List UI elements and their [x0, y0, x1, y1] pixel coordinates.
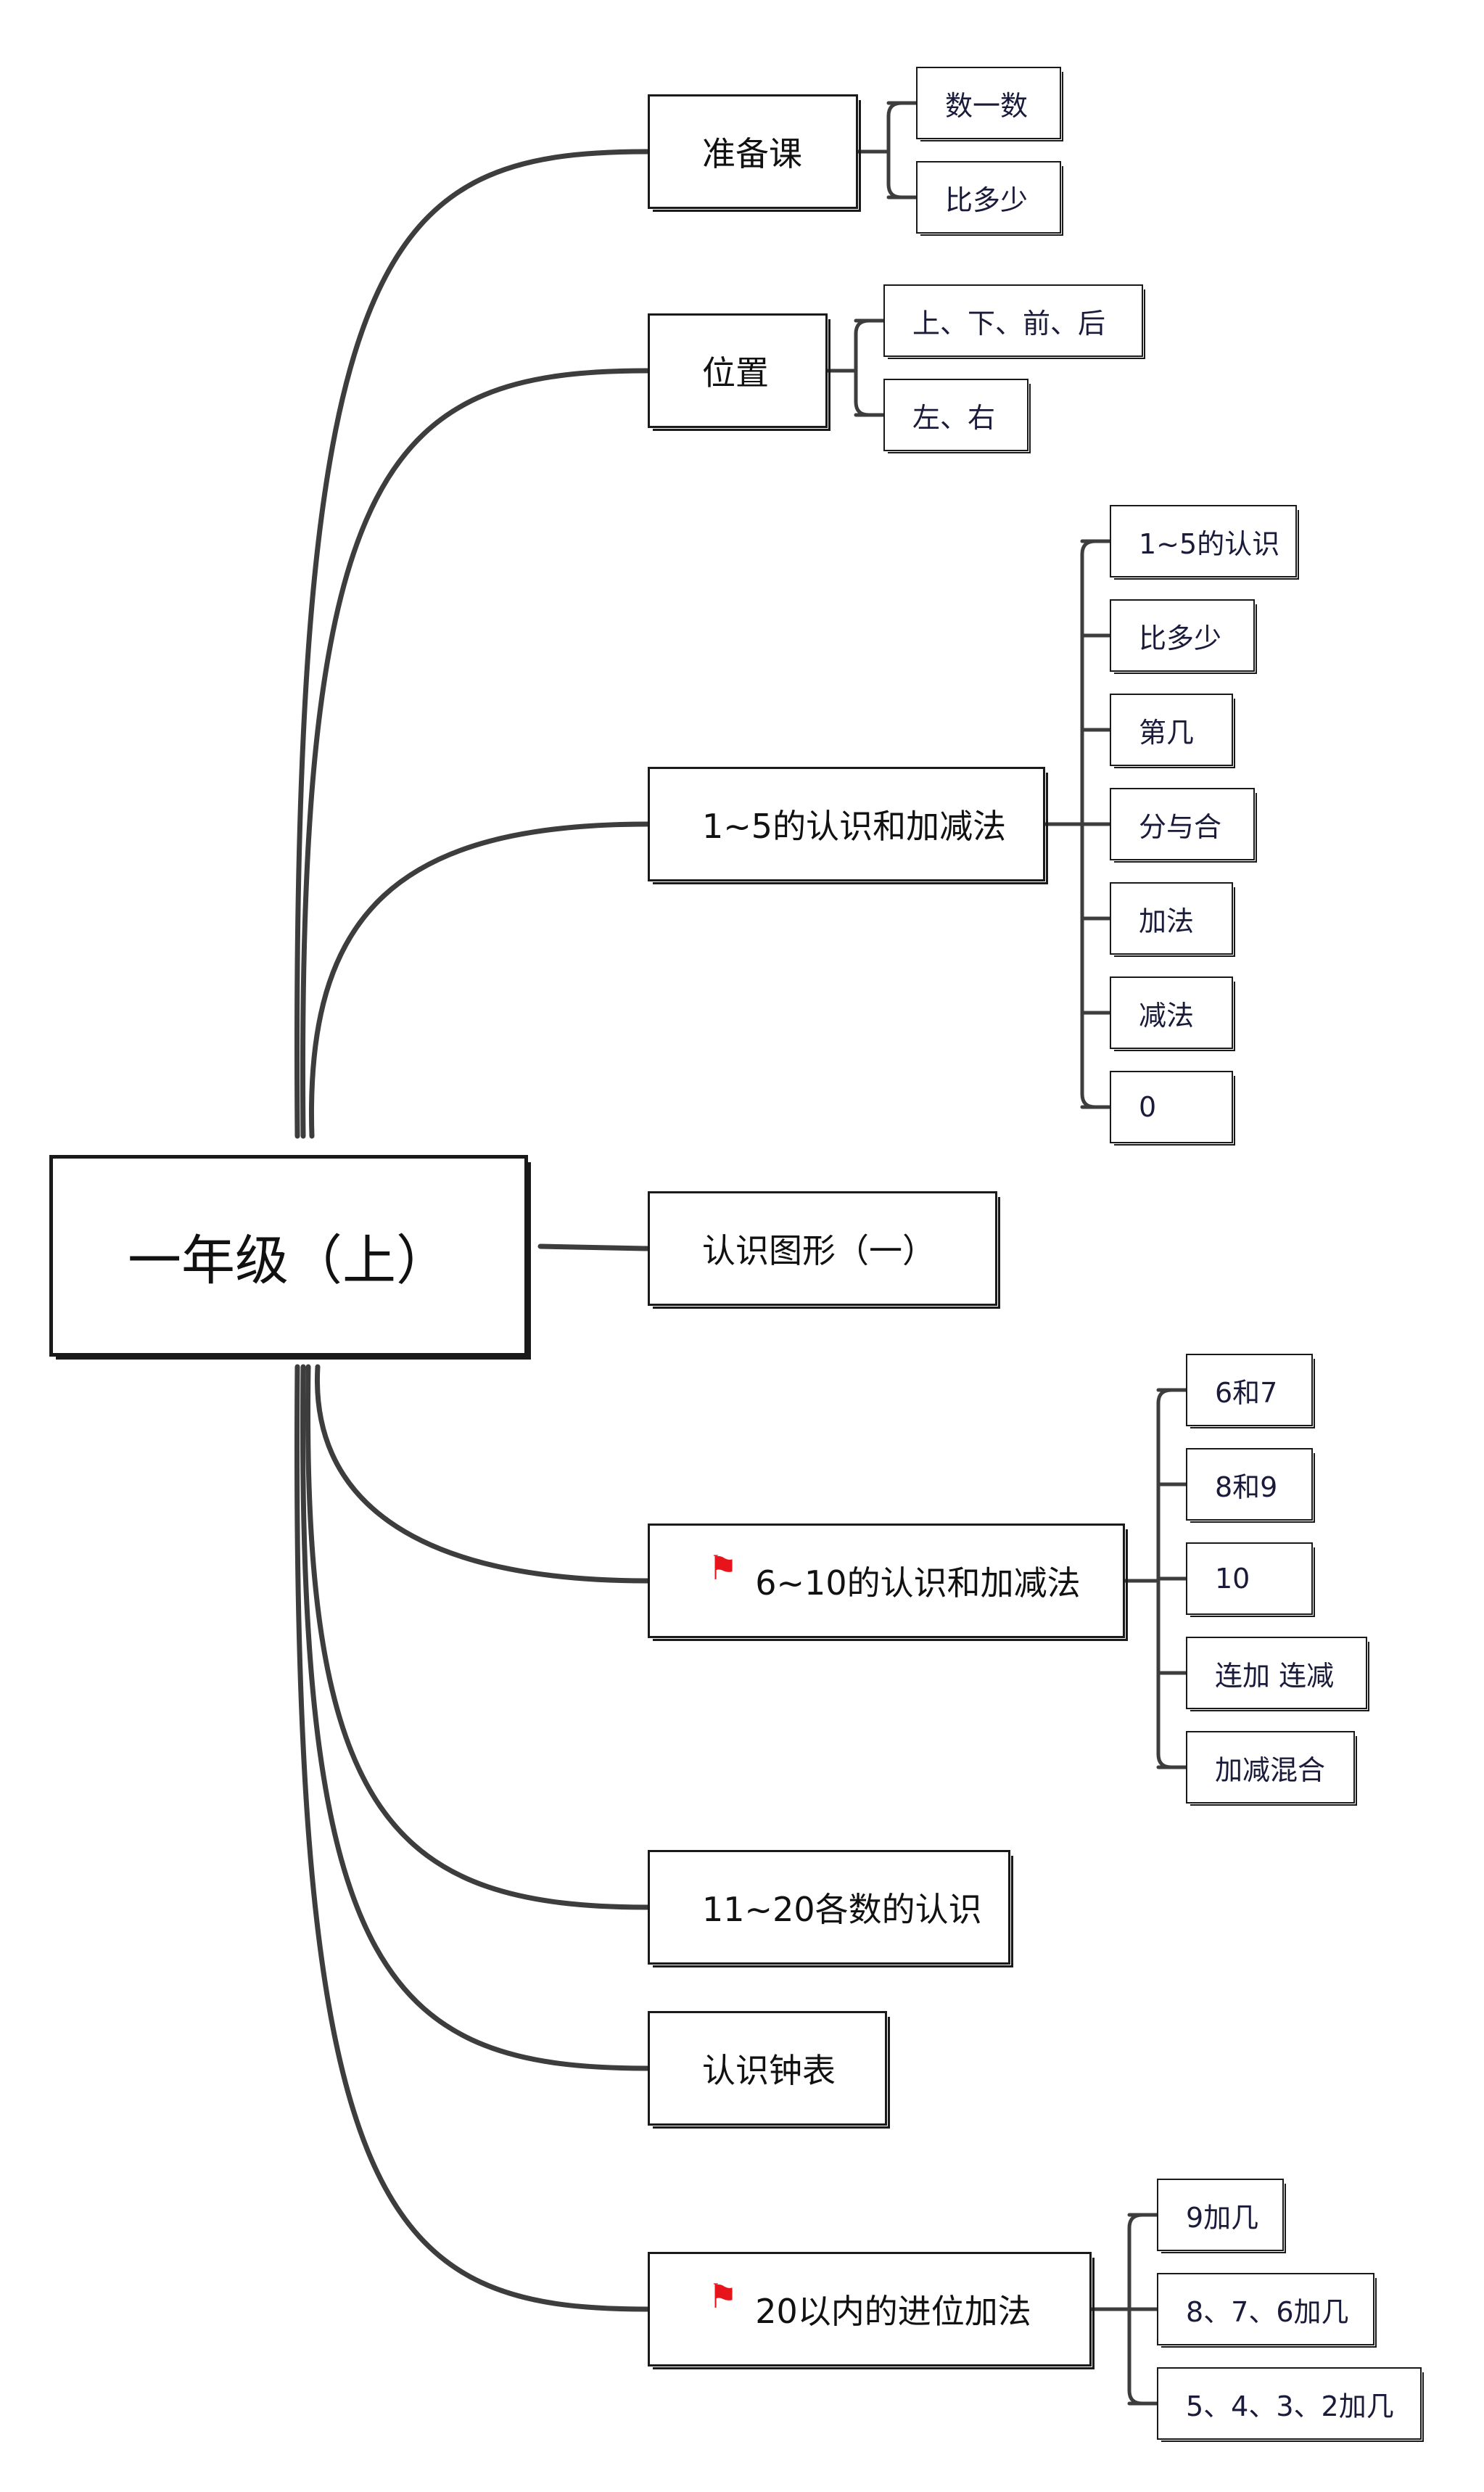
subtopic-node[interactable]: 5、4、3、2加几 — [1157, 2367, 1424, 2442]
subtopic-label: 8、7、6加几 — [1186, 2295, 1349, 2328]
subtopic-label: 分与合 — [1139, 810, 1222, 843]
subtopic-label: 10 — [1215, 1563, 1250, 1595]
subtopic-node[interactable]: 8、7、6加几 — [1157, 2273, 1377, 2348]
subtopic-node[interactable]: 加法 — [1110, 882, 1235, 957]
subtopic-label: 左、右 — [912, 401, 996, 434]
topic-label: 认识图形（一） — [702, 1231, 936, 1270]
subtopic-label: 数一数 — [945, 89, 1029, 122]
topic-node[interactable]: 认识图形（一） — [648, 1191, 1000, 1309]
subtopic-label: 比多少 — [1139, 622, 1222, 654]
topic-label: 认识钟表 — [702, 2051, 836, 2090]
subtopic-label: 6和7 — [1215, 1376, 1278, 1409]
subtopic-node[interactable]: 分与合 — [1110, 788, 1257, 863]
topic-node[interactable]: 认识钟表 — [648, 2011, 890, 2129]
subtopic-label: 连加 连减 — [1215, 1659, 1335, 1692]
root-node[interactable]: 一年级（上） — [49, 1155, 531, 1360]
branch-bus-line — [854, 318, 871, 417]
subtopic-label: 比多少 — [945, 184, 1029, 216]
subtopic-label: 加减混合 — [1215, 1753, 1326, 1786]
topic-label: 20以内的进位加法 — [755, 2292, 1031, 2331]
topic-node[interactable]: 准备课 — [648, 94, 861, 212]
topic-node[interactable]: 1~5的认识和加减法 — [648, 767, 1048, 884]
subtopic-node[interactable]: 上、下、前、后 — [883, 284, 1145, 359]
subtopic-node[interactable]: 0 — [1110, 1071, 1235, 1146]
topic-node[interactable]: 11~20各数的认识 — [648, 1850, 1013, 1967]
topic-label: 6~10的认识和加减法 — [755, 1563, 1081, 1603]
subtopic-label: 减法 — [1139, 999, 1195, 1032]
subtopic-label: 8和9 — [1215, 1471, 1278, 1503]
subtopic-label: 上、下、前、后 — [912, 307, 1106, 340]
root-connector-line — [300, 368, 651, 1139]
topic-node[interactable]: ⚑ 6~10的认识和加减法 — [648, 1523, 1128, 1641]
root-connector-line — [314, 1364, 651, 1584]
root-connector-line — [294, 1364, 651, 2312]
subtopic-node[interactable]: 1~5的认识 — [1110, 505, 1299, 580]
topic-node[interactable]: 位置 — [648, 313, 830, 431]
flag-icon: ⚑ — [708, 1548, 738, 1587]
subtopic-node[interactable]: 6和7 — [1186, 1354, 1315, 1428]
flag-icon: ⚑ — [708, 2277, 738, 2316]
topic-label: 11~20各数的认识 — [702, 1890, 982, 1929]
subtopic-label: 加法 — [1139, 905, 1195, 937]
subtopic-label: 5、4、3、2加几 — [1186, 2390, 1394, 2422]
subtopic-node[interactable]: 10 — [1186, 1542, 1315, 1617]
topic-label: 位置 — [702, 353, 769, 392]
root-connector-line — [294, 149, 651, 1139]
topic-label: 准备课 — [702, 134, 802, 173]
subtopic-label: 第几 — [1139, 716, 1195, 749]
root-connector-line — [537, 1243, 651, 1251]
subtopic-label: 1~5的认识 — [1139, 527, 1280, 560]
subtopic-node[interactable]: 比多少 — [1110, 599, 1257, 674]
subtopic-node[interactable]: 连加 连减 — [1186, 1637, 1369, 1711]
subtopic-node[interactable]: 左、右 — [883, 379, 1031, 453]
root-connector-line — [308, 821, 651, 1139]
subtopic-node[interactable]: 9加几 — [1157, 2179, 1286, 2253]
root-connector-line — [300, 1364, 651, 2071]
subtopic-label: 9加几 — [1186, 2201, 1259, 2234]
subtopic-node[interactable]: 减法 — [1110, 976, 1235, 1051]
subtopic-node[interactable]: 比多少 — [916, 161, 1063, 236]
root-connector-line — [305, 1364, 651, 1910]
root-label: 一年级（上） — [128, 1229, 450, 1292]
subtopic-node[interactable]: 第几 — [1110, 694, 1235, 768]
subtopic-label: 0 — [1139, 1091, 1157, 1123]
branch-bus-line — [886, 101, 904, 200]
subtopic-node[interactable]: 8和9 — [1186, 1448, 1315, 1523]
subtopic-node[interactable]: 加减混合 — [1186, 1731, 1357, 1806]
topic-label: 1~5的认识和加减法 — [702, 807, 1007, 846]
subtopic-node[interactable]: 数一数 — [916, 67, 1063, 141]
topic-node[interactable]: ⚑ 20以内的进位加法 — [648, 2252, 1095, 2369]
